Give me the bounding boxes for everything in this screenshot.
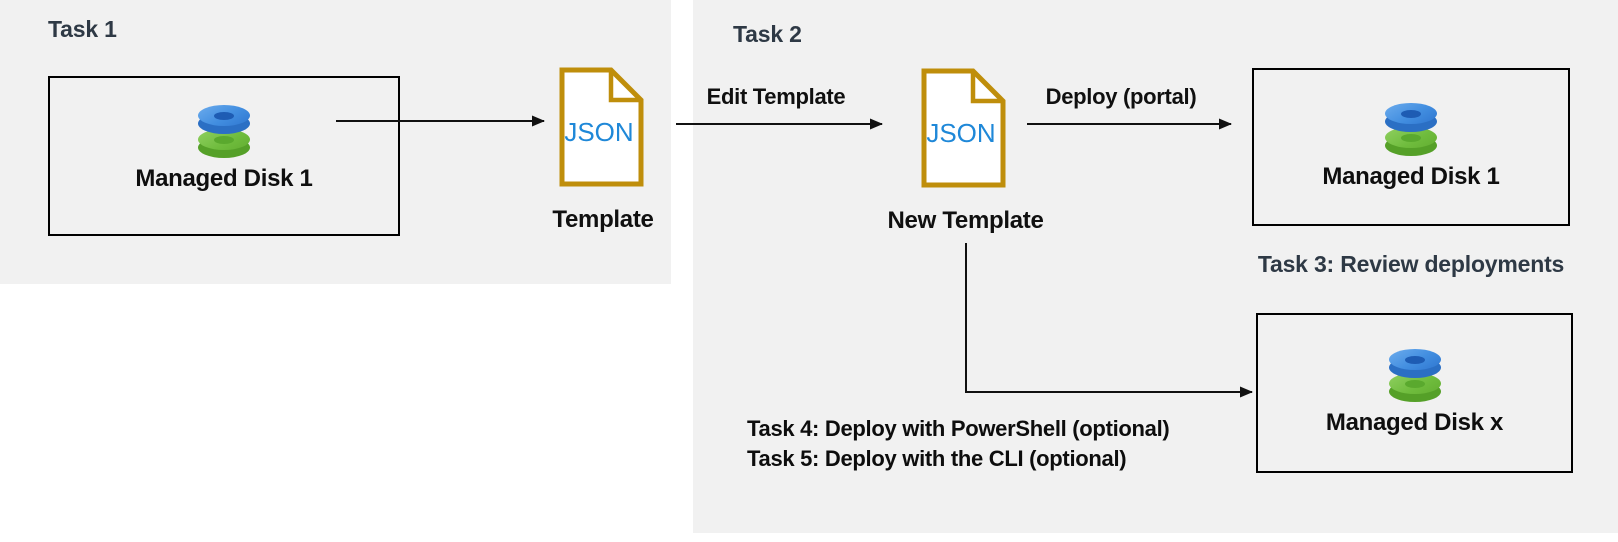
json-doc-text: JSON: [926, 118, 995, 148]
task1-panel: [0, 0, 671, 284]
managed-disk-1-source-label: Managed Disk 1: [135, 165, 313, 192]
managed-disk-1-deployed-box: Managed Disk 1: [1252, 68, 1570, 226]
new-template-label: New Template: [887, 207, 1044, 234]
managed-disk-icon: [198, 105, 250, 158]
managed-disk-x-deployed-box: Managed Disk x: [1256, 313, 1573, 473]
task3-note: Task 3: Review deployments: [1257, 251, 1565, 277]
task1-heading: Task 1: [48, 16, 117, 42]
disk-blue-platter: [1388, 349, 1441, 378]
disk-green-platter: [1385, 127, 1437, 156]
task2-heading: Task 2: [733, 21, 802, 47]
deploy-portal-label: Deploy (portal): [1045, 84, 1197, 109]
managed-disk-x-deployed-label: Managed Disk x: [1325, 409, 1504, 436]
task4-note: Task 4: Deploy with PowerShell (optional…: [747, 416, 1170, 441]
disk-blue-platter: [198, 105, 250, 134]
template-label: Template: [552, 206, 654, 233]
managed-disk-1-source-box: Managed Disk 1: [48, 76, 400, 236]
task5-note: Task 5: Deploy with the CLI (optional): [747, 446, 1127, 471]
json-new-template-doc-icon: JSON: [921, 68, 1006, 188]
managed-disk-icon: [1388, 349, 1441, 402]
disk-green-platter: [198, 129, 250, 158]
disk-green-platter: [1388, 373, 1441, 402]
managed-disk-1-deployed-label: Managed Disk 1: [1322, 163, 1500, 190]
json-doc-text: JSON: [564, 117, 633, 147]
json-template-doc-icon: JSON: [559, 67, 644, 187]
disk-blue-platter: [1385, 103, 1437, 132]
edit-template-label: Edit Template: [706, 84, 846, 109]
task45-notes: Task 4: Deploy with PowerShell (optional…: [747, 414, 1170, 474]
managed-disk-icon: [1385, 103, 1437, 156]
